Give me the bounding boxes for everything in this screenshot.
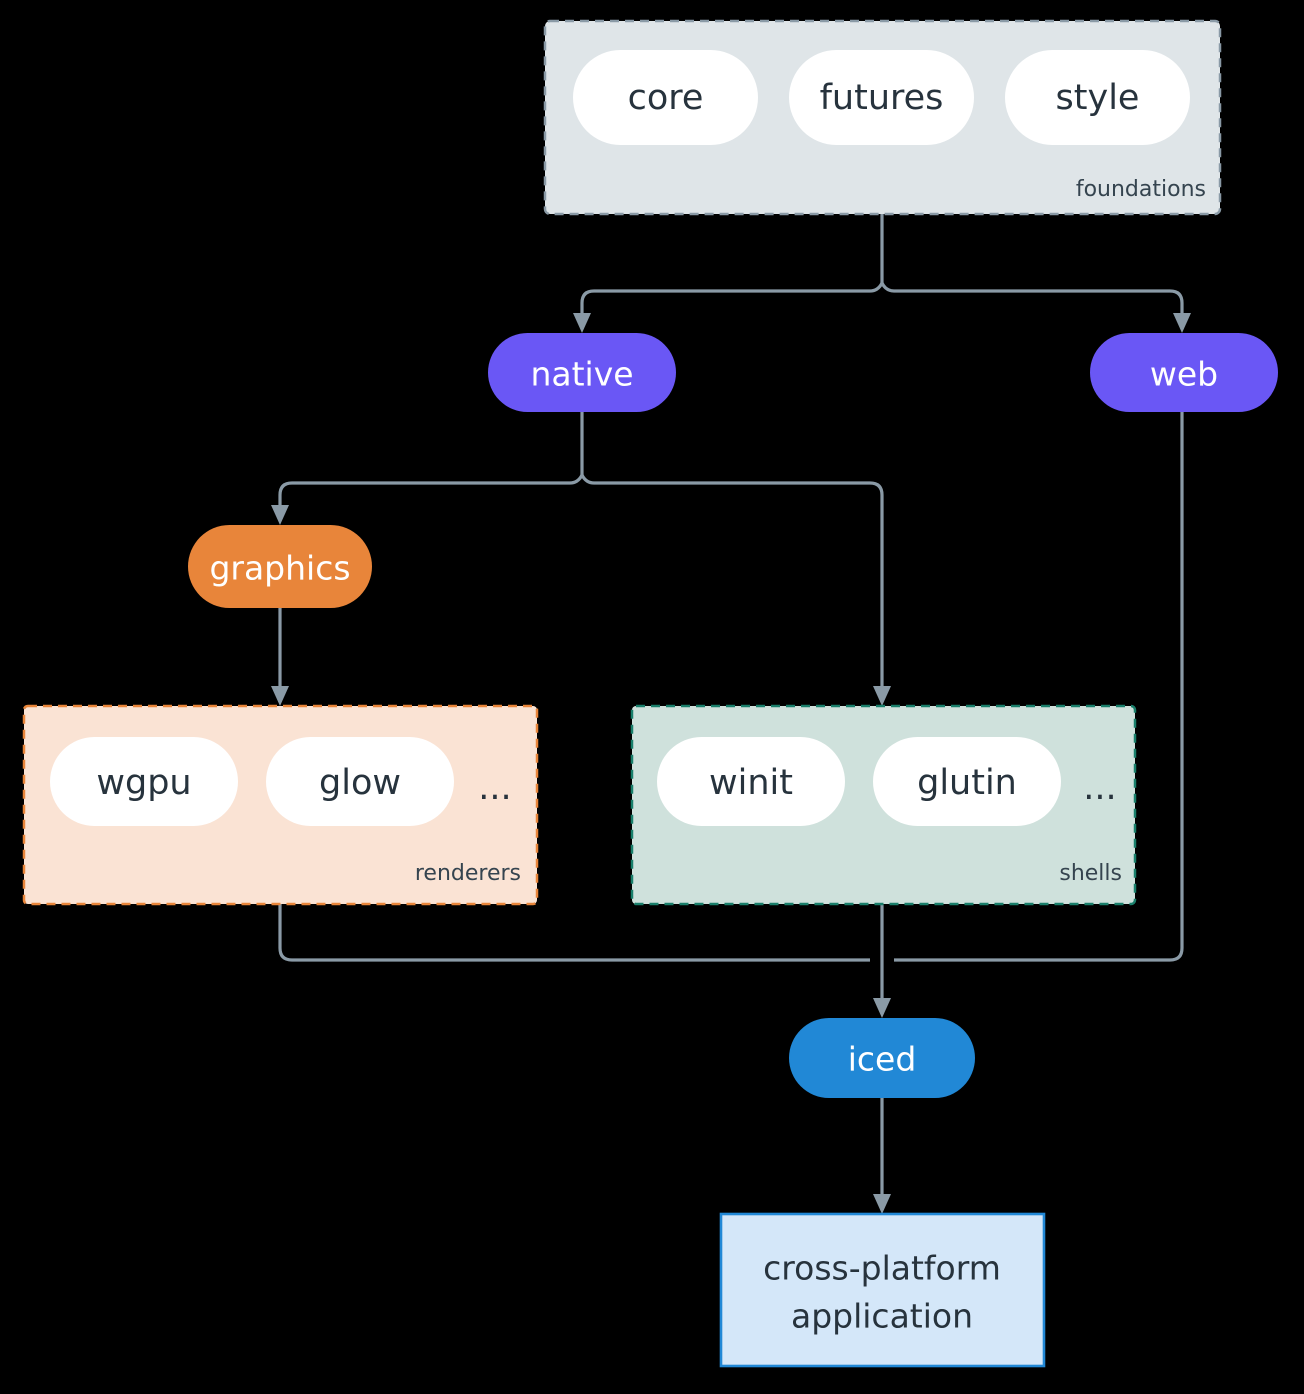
chip-glow-label: glow <box>319 763 401 803</box>
edge-layer <box>271 214 1191 1214</box>
arrowhead-shells <box>873 686 891 706</box>
renderers-ellipsis: ... <box>478 768 511 808</box>
node-native-bg <box>488 333 676 412</box>
chip-winit-label: winit <box>709 763 793 803</box>
edge-native-to-graphics <box>278 474 584 510</box>
application-box-bg <box>719 1212 1046 1368</box>
chip-glutin-bg <box>873 737 1061 826</box>
chip-winit[interactable]: winit <box>657 737 845 826</box>
edge-foundations-to-web <box>880 282 1184 318</box>
node-web-bg <box>1090 333 1278 412</box>
chip-glutin[interactable]: glutin <box>873 737 1061 826</box>
chip-futures-label: futures <box>820 78 944 118</box>
edge-foundations-to-native <box>580 282 884 318</box>
node-iced-label: iced <box>848 1040 917 1079</box>
node-native-label: native <box>530 355 633 394</box>
chip-wgpu[interactable]: wgpu <box>50 737 238 826</box>
node-web-label: web <box>1150 355 1218 394</box>
group-foundations-label: foundations <box>1076 177 1206 202</box>
arrowhead-graphics <box>271 505 289 525</box>
group-renderers: wgpu glow ... renderers <box>22 704 539 906</box>
chip-wgpu-label: wgpu <box>96 763 191 803</box>
node-graphics-bg <box>188 525 372 608</box>
chip-core[interactable]: core <box>573 50 758 145</box>
chip-futures[interactable]: futures <box>789 50 974 145</box>
chip-winit-bg <box>657 737 845 826</box>
group-shells: winit glutin ... shells <box>630 704 1137 906</box>
chip-glow[interactable]: glow <box>266 737 454 826</box>
arrowhead-web <box>1173 313 1191 333</box>
node-graphics[interactable]: graphics <box>188 525 372 608</box>
chip-core-label: core <box>628 78 704 118</box>
group-renderers-label: renderers <box>415 861 521 886</box>
chip-style[interactable]: style <box>1005 50 1190 145</box>
group-shells-label: shells <box>1059 861 1122 886</box>
chip-core-bg <box>573 50 758 145</box>
application-label-line1: cross-platform <box>763 1249 1001 1288</box>
group-foundations: core futures style foundations <box>543 19 1222 216</box>
chip-glow-bg <box>266 737 454 826</box>
chip-wgpu-bg <box>50 737 238 826</box>
node-native[interactable]: native <box>488 333 676 412</box>
edge-native-to-shells <box>580 474 884 690</box>
node-web[interactable]: web <box>1090 333 1278 412</box>
arrowhead-renderers <box>271 686 289 706</box>
application-label-line2: application <box>791 1297 973 1336</box>
arrowhead-native <box>573 313 591 333</box>
edge-renderers-to-iced <box>278 904 870 962</box>
node-graphics-label: graphics <box>209 549 350 588</box>
arrowhead-iced <box>873 998 891 1018</box>
chip-style-bg <box>1005 50 1190 145</box>
chip-glutin-label: glutin <box>917 763 1017 803</box>
node-iced[interactable]: iced <box>789 1018 975 1098</box>
shells-ellipsis: ... <box>1083 768 1116 808</box>
arrowhead-application <box>873 1194 891 1214</box>
chip-futures-bg <box>789 50 974 145</box>
node-iced-bg <box>789 1018 975 1098</box>
chip-style-label: style <box>1056 78 1140 118</box>
edge-web-to-iced <box>894 412 1184 962</box>
node-cross-platform-application[interactable]: cross-platform application <box>719 1212 1046 1368</box>
